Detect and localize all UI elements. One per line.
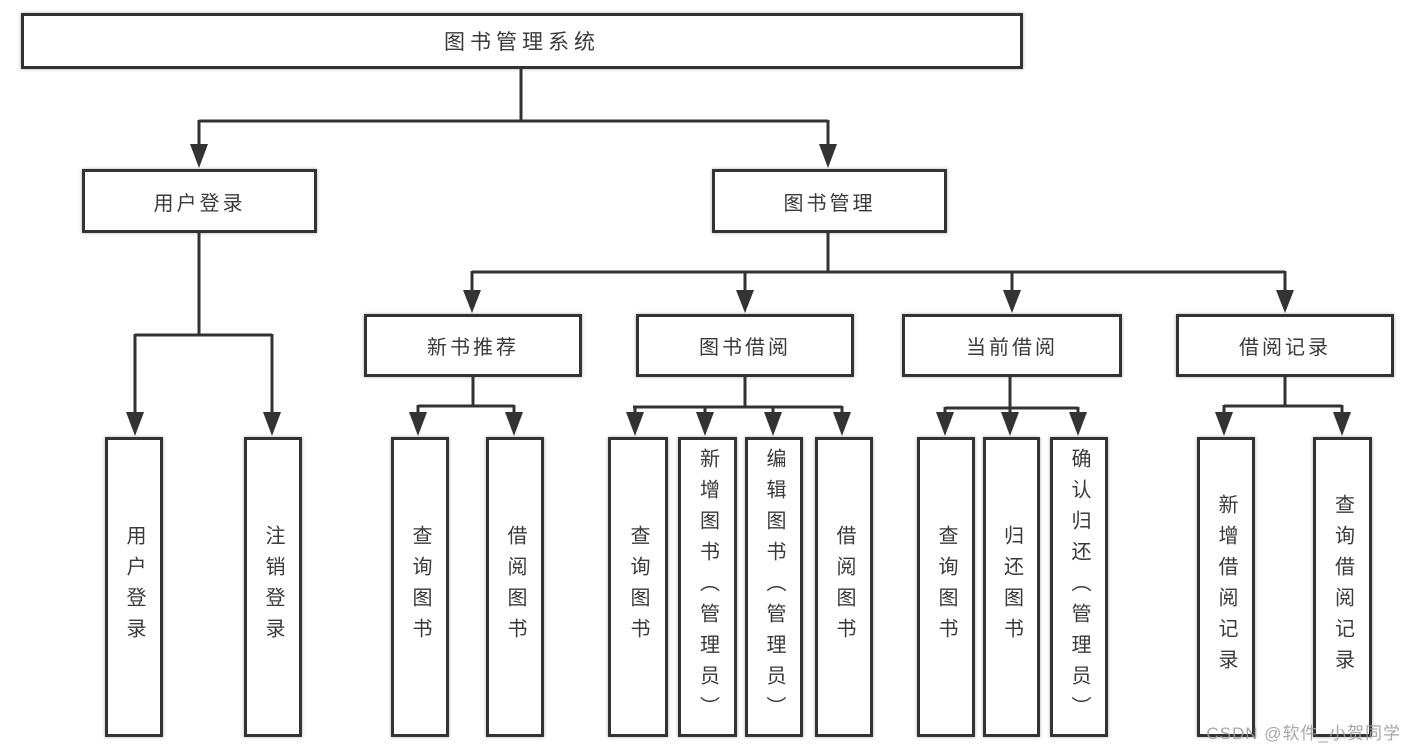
connector-group-borrow bbox=[626, 376, 851, 436]
node-current-borrow-label: 当前借阅 bbox=[966, 337, 1058, 359]
node-borrow-records-label: 借阅记录 bbox=[1239, 337, 1331, 359]
leaf-borrow-edit-books-admin: 编辑图书（管理员） bbox=[745, 437, 803, 737]
leaf-borrow-query-books-label: 查询图书 bbox=[627, 525, 649, 649]
node-book-borrow: 图书借阅 bbox=[636, 314, 854, 377]
leaf-current-query-books: 查询图书 bbox=[917, 437, 975, 737]
leaf-logout: 注销登录 bbox=[244, 437, 302, 737]
connector-group-current bbox=[936, 376, 1087, 436]
connector-group-records bbox=[1215, 376, 1351, 436]
leaf-logout-label: 注销登录 bbox=[262, 525, 284, 649]
connector-group-login bbox=[126, 232, 281, 436]
leaf-current-return-books: 归还图书 bbox=[983, 437, 1040, 737]
leaf-user-login: 用户登录 bbox=[105, 437, 163, 737]
node-current-borrow: 当前借阅 bbox=[902, 314, 1122, 377]
connector-group-root bbox=[190, 68, 837, 168]
leaf-records-add-record: 新增借阅记录 bbox=[1197, 437, 1255, 737]
node-borrow-records: 借阅记录 bbox=[1176, 314, 1394, 377]
leaf-borrow-query-books: 查询图书 bbox=[608, 437, 668, 737]
node-book-management: 图书管理 bbox=[712, 169, 947, 233]
node-user-login-branch-label: 用户登录 bbox=[153, 192, 246, 215]
leaf-borrow-borrow-books-label: 借阅图书 bbox=[833, 525, 855, 649]
leaf-recommend-borrow-books-label: 借阅图书 bbox=[504, 525, 526, 649]
leaf-borrow-add-books-admin: 新增图书（管理员） bbox=[678, 437, 737, 737]
leaf-current-query-books-label: 查询图书 bbox=[935, 525, 957, 649]
node-book-management-label: 图书管理 bbox=[783, 192, 876, 215]
leaf-current-confirm-return-admin: 确认归还（管理员） bbox=[1050, 437, 1108, 737]
leaf-recommend-query-books-label: 查询图书 bbox=[409, 525, 431, 649]
connector-group-recommend bbox=[409, 376, 523, 436]
leaf-current-return-books-label: 归还图书 bbox=[1000, 525, 1023, 649]
leaf-recommend-borrow-books: 借阅图书 bbox=[486, 437, 544, 737]
node-new-book-recommend: 新书推荐 bbox=[364, 314, 582, 377]
node-book-borrow-label: 图书借阅 bbox=[699, 337, 791, 359]
node-new-book-recommend-label: 新书推荐 bbox=[427, 337, 519, 359]
leaf-borrow-borrow-books: 借阅图书 bbox=[815, 437, 873, 737]
leaf-current-confirm-return-admin-label: 确认归还（管理员） bbox=[1068, 447, 1090, 727]
leaf-records-query-record: 查询借阅记录 bbox=[1313, 437, 1372, 737]
leaf-user-login-label: 用户登录 bbox=[123, 525, 145, 649]
leaf-recommend-query-books: 查询图书 bbox=[391, 437, 449, 737]
leaf-borrow-edit-books-admin-label: 编辑图书（管理员） bbox=[763, 447, 785, 727]
leaf-borrow-add-books-admin-label: 新增图书（管理员） bbox=[696, 447, 719, 727]
node-root: 图书管理系统 bbox=[21, 13, 1023, 69]
leaf-records-add-record-label: 新增借阅记录 bbox=[1215, 494, 1237, 680]
connector-group-management bbox=[463, 232, 1294, 313]
csdn-watermark: CSDN @软件_小贺同学 bbox=[1206, 724, 1401, 743]
leaf-records-query-record-label: 查询借阅记录 bbox=[1331, 494, 1354, 680]
node-user-login-branch: 用户登录 bbox=[82, 169, 317, 233]
node-root-label: 图书管理系统 bbox=[444, 31, 600, 54]
